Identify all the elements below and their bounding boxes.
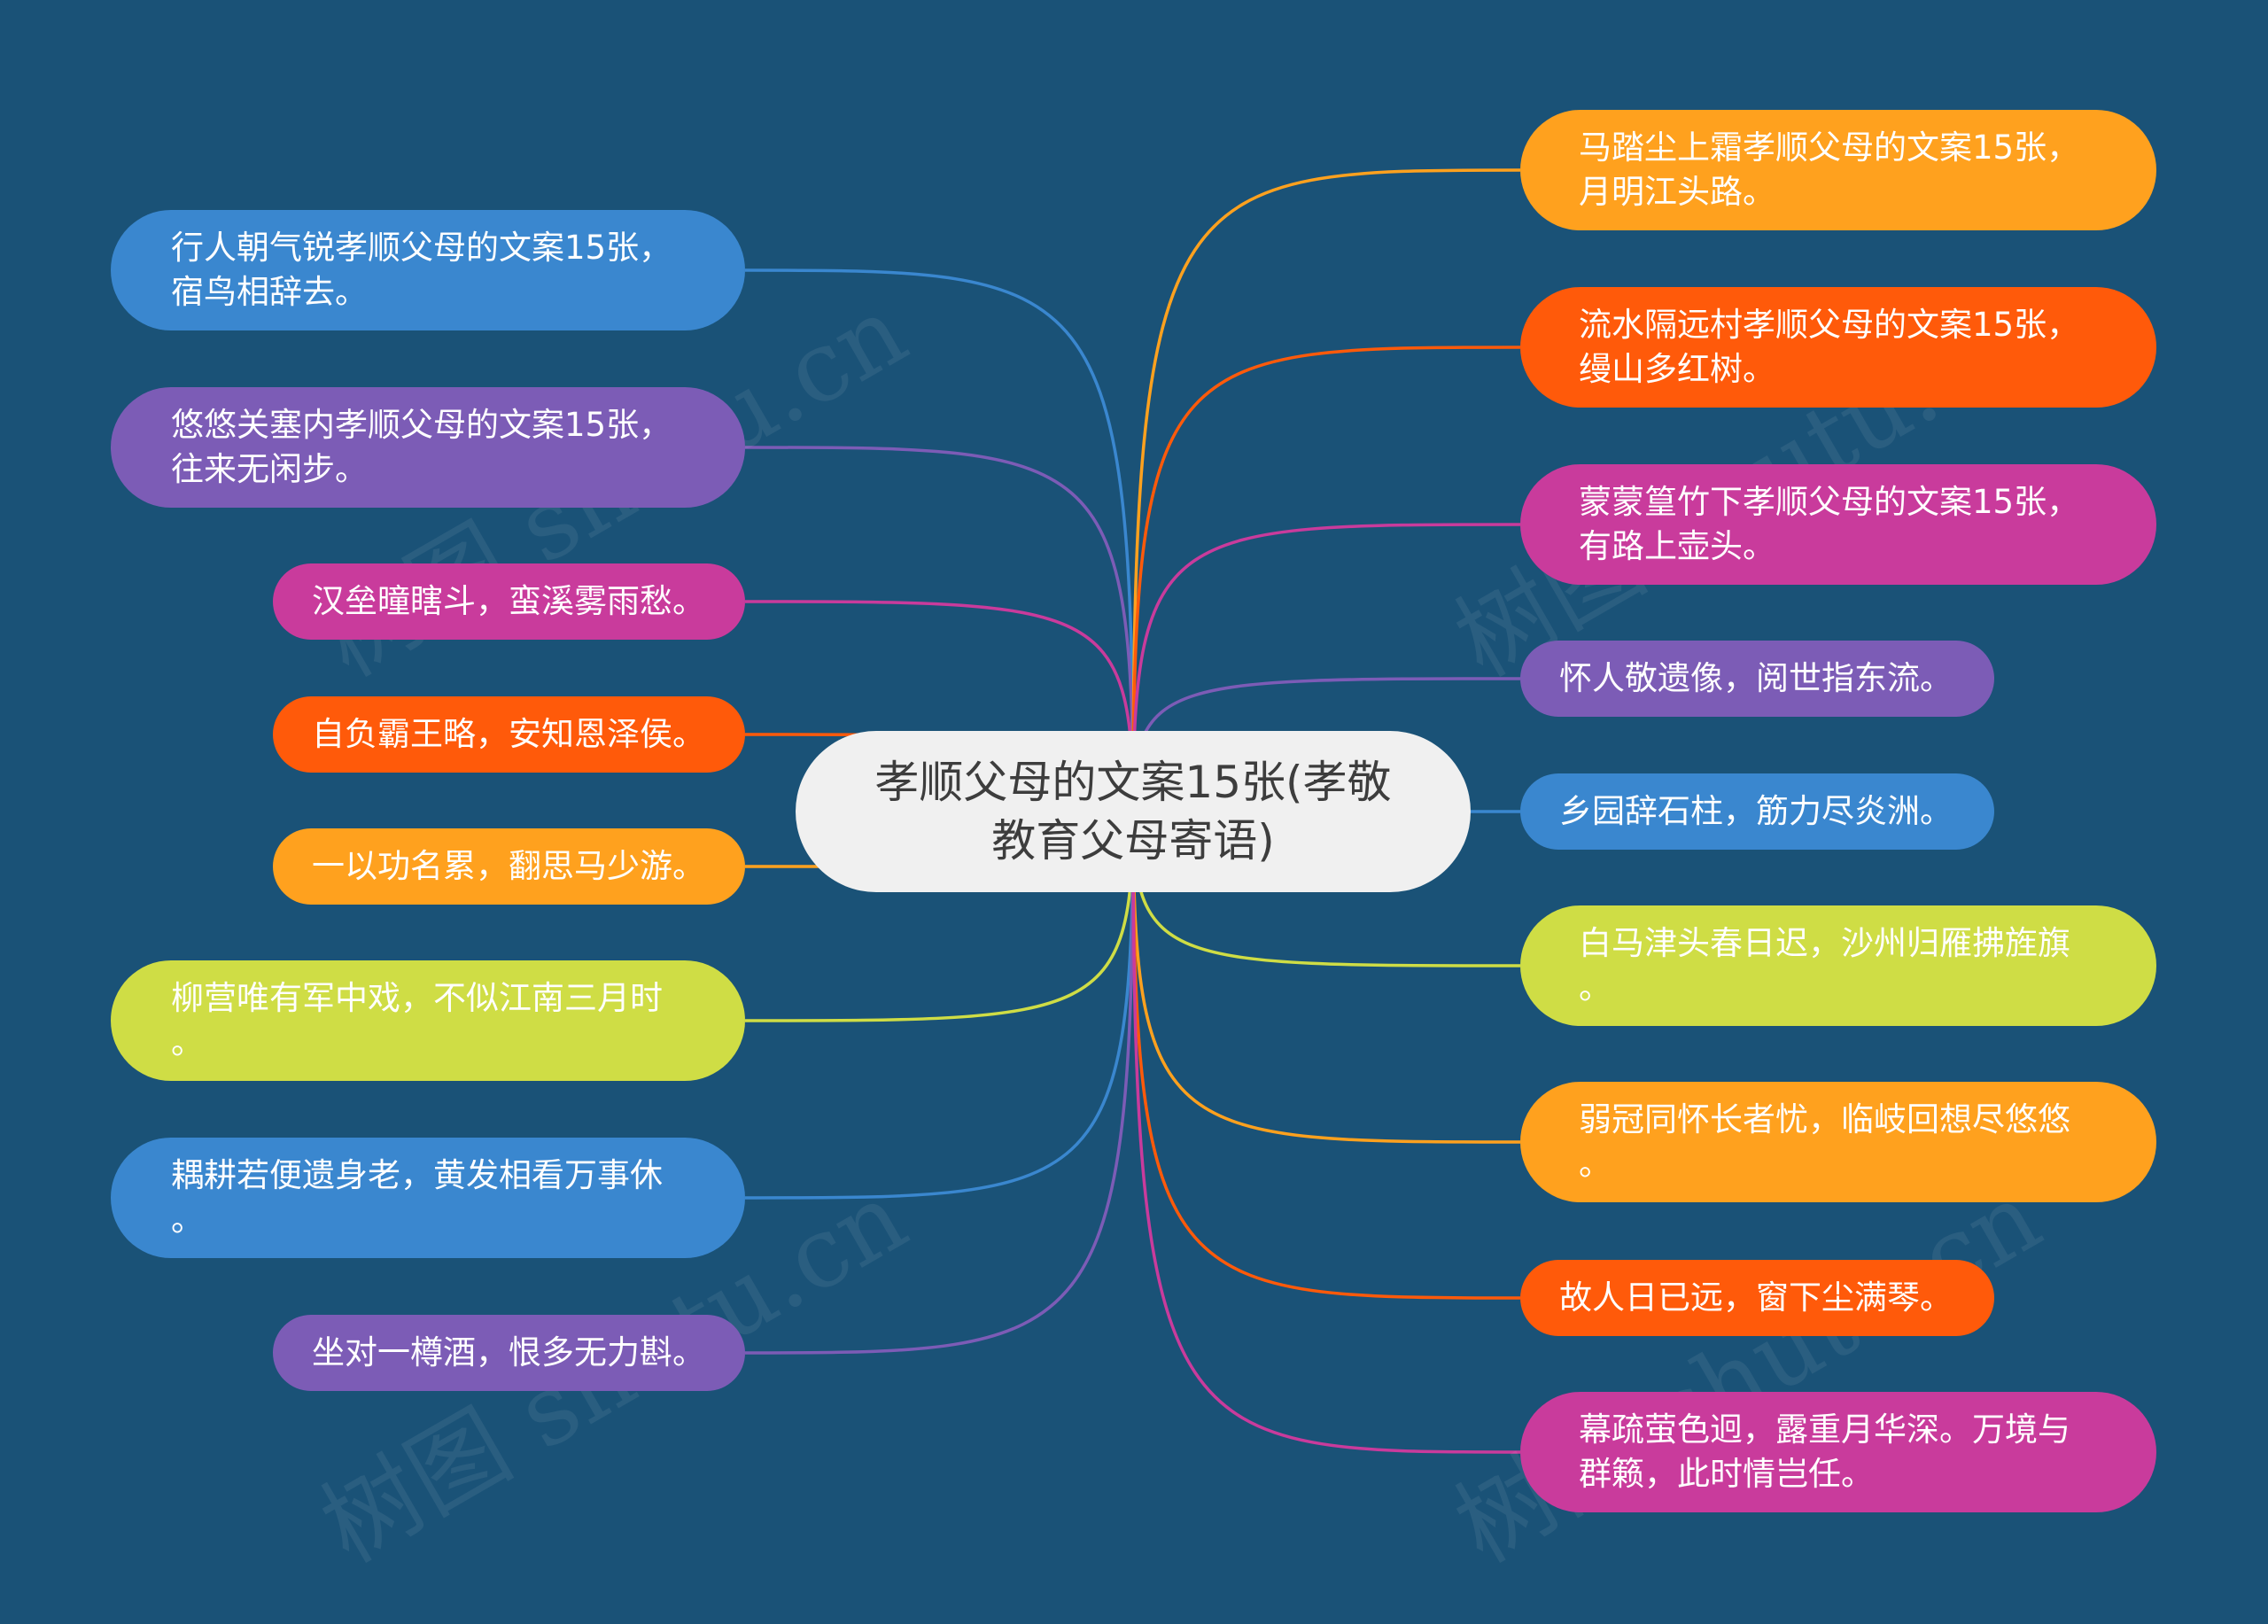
connector-line xyxy=(744,446,1135,812)
branch-node-label: 自负霸王略，安知恩泽侯。 xyxy=(312,715,705,753)
branch-node-right[interactable]: 蒙蒙篁竹下孝顺父母的文案15张， 有路上壶头。 xyxy=(1520,464,2156,585)
branch-node-right[interactable]: 怀人敬遗像，阅世指东流。 xyxy=(1520,641,1994,717)
connector-line xyxy=(1131,811,1521,1144)
branch-node-right[interactable]: 弱冠同怀长者忧，临岐回想尽悠悠 。 xyxy=(1520,1082,2156,1202)
connector-line xyxy=(1131,346,1521,812)
branch-node-label: 流水隔远村孝顺父母的文案15张， 缦山多红树。 xyxy=(1579,306,2080,388)
central-topic[interactable]: 孝顺父母的文案15张(孝敬教育父母寄语) xyxy=(796,731,1471,892)
branch-node-label: 怀人敬遗像，阅世指东流。 xyxy=(1559,659,1953,697)
branch-node-right[interactable]: 故人日已远，窗下尘满琴。 xyxy=(1520,1260,1994,1336)
connector-line xyxy=(1131,523,1521,812)
branch-node-label: 悠悠关塞内孝顺父母的文案15张， 往来无闲步。 xyxy=(171,406,672,488)
branch-node-left[interactable]: 悠悠关塞内孝顺父母的文案15张， 往来无闲步。 xyxy=(111,387,745,508)
branch-node-label: 蒙蒙篁竹下孝顺父母的文案15张， 有路上壶头。 xyxy=(1579,483,2080,565)
branch-node-label: 柳营唯有军中戏，不似江南三月时 。 xyxy=(171,979,663,1061)
branch-node-left[interactable]: 柳营唯有军中戏，不似江南三月时 。 xyxy=(111,960,745,1081)
branch-node-label: 坐对一樽酒，恨多无力斟。 xyxy=(312,1333,705,1371)
connector-line xyxy=(1131,811,1521,1300)
branch-node-left[interactable]: 一以功名累，翻思马少游。 xyxy=(273,828,745,905)
connector-line xyxy=(744,268,1135,812)
central-topic-label: 孝顺父母的文案15张(孝敬教育父母寄语) xyxy=(874,757,1392,866)
branch-node-left[interactable]: 坐对一樽酒，恨多无力斟。 xyxy=(273,1315,745,1391)
branch-node-label: 一以功名累，翻思马少游。 xyxy=(312,847,705,885)
connector-line xyxy=(1131,811,1521,1454)
branch-node-right[interactable]: 马踏尘上霜孝顺父母的文案15张， 月明江头路。 xyxy=(1520,110,2156,230)
branch-node-left[interactable]: 行人朝气锐孝顺父母的文案15张， 宿鸟相辞去。 xyxy=(111,210,745,330)
branch-node-left[interactable]: 汉垒曈瞎斗，蛮溪雾雨愁。 xyxy=(273,563,745,640)
connector-line xyxy=(744,811,1135,1355)
branch-node-left[interactable]: 耦耕若便遗身老，黄发相看万事休 。 xyxy=(111,1138,745,1258)
connector-line xyxy=(1131,168,1521,812)
branch-node-label: 幕疏萤色迥，露重月华深。万境与 群籁，此时情岂任。 xyxy=(1579,1410,2070,1493)
branch-node-label: 故人日已远，窗下尘满琴。 xyxy=(1559,1278,1953,1317)
branch-node-right[interactable]: 幕疏萤色迥，露重月华深。万境与 群籁，此时情岂任。 xyxy=(1520,1392,2156,1512)
branch-node-label: 耦耕若便遗身老，黄发相看万事休 。 xyxy=(171,1156,663,1239)
branch-node-label: 汉垒曈瞎斗，蛮溪雾雨愁。 xyxy=(312,582,705,620)
branch-node-label: 行人朝气锐孝顺父母的文案15张， 宿鸟相辞去。 xyxy=(171,229,672,311)
branch-node-right[interactable]: 乡园辞石柱，筋力尽炎洲。 xyxy=(1520,773,1994,850)
branch-node-right[interactable]: 白马津头春日迟，沙州归雁拂旌旗 。 xyxy=(1520,905,2156,1026)
branch-node-label: 乡园辞石柱，筋力尽炎洲。 xyxy=(1559,792,1953,830)
branch-node-right[interactable]: 流水隔远村孝顺父母的文案15张， 缦山多红树。 xyxy=(1520,287,2156,408)
branch-node-label: 白马津头春日迟，沙州归雁拂旌旗 。 xyxy=(1579,924,2070,1006)
connector-line xyxy=(744,811,1135,1200)
branch-node-label: 弱冠同怀长者忧，临岐回想尽悠悠 。 xyxy=(1579,1100,2070,1183)
branch-node-left[interactable]: 自负霸王略，安知恩泽侯。 xyxy=(273,696,745,773)
branch-node-label: 马踏尘上霜孝顺父母的文案15张， 月明江头路。 xyxy=(1579,128,2080,211)
